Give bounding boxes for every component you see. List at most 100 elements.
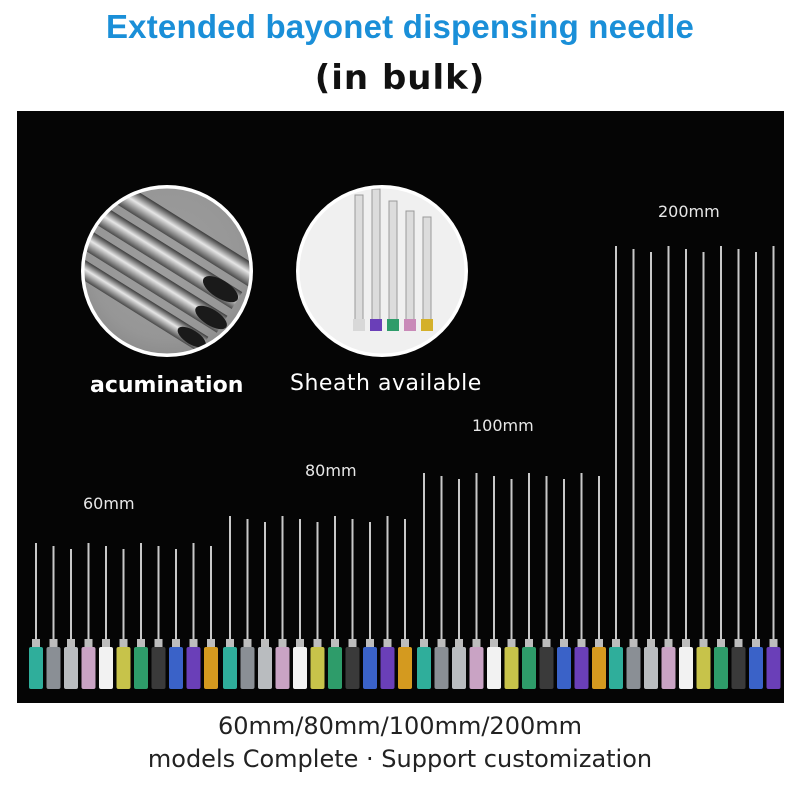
needle-collar <box>577 639 586 649</box>
needle-collar <box>629 639 638 649</box>
needle-collar <box>261 639 269 649</box>
needle-collar <box>472 639 481 649</box>
needle-hub <box>592 647 606 689</box>
needle-collar <box>752 639 760 649</box>
acumination-closeup-icon <box>81 185 253 357</box>
needle-collar <box>383 639 392 649</box>
needle-hub <box>275 647 290 689</box>
needle-hub <box>151 647 166 689</box>
sheath-closeup-icon <box>296 185 468 357</box>
needle-collar <box>84 639 93 649</box>
needle-hub <box>310 647 325 689</box>
needle-hub <box>609 647 623 689</box>
needle-collar <box>560 639 568 649</box>
needle-collar <box>49 639 58 649</box>
needle-collar <box>699 639 708 649</box>
needle-collar <box>595 639 603 649</box>
page-subtitle: (in bulk) <box>314 58 486 98</box>
length-label-100mm: 100mm <box>472 416 534 435</box>
models-line: 60mm/80mm/100mm/200mm <box>218 712 582 740</box>
needle-collar <box>525 639 533 649</box>
needle-collar <box>313 639 322 649</box>
length-label-60mm: 60mm <box>83 494 135 513</box>
needle-collar <box>682 639 690 649</box>
needle-hub <box>679 647 693 689</box>
needle-hub <box>749 647 763 689</box>
needle-collar <box>137 639 145 649</box>
needle-hub <box>186 647 201 689</box>
needle-collar <box>734 639 743 649</box>
needle-hub <box>644 647 658 689</box>
needle-collar <box>455 639 463 649</box>
needle-hub <box>223 647 237 689</box>
needle-hub <box>487 647 501 689</box>
needle-row <box>29 246 781 689</box>
needle-hub <box>714 647 728 689</box>
needle-collar <box>664 639 673 649</box>
needle-hub <box>64 647 78 689</box>
needle-hub <box>29 647 43 689</box>
needle-hub <box>452 647 466 689</box>
needle-hub <box>380 647 395 689</box>
acumination-label: acumination <box>90 373 244 398</box>
needle-hub <box>626 647 641 689</box>
needle-collar <box>366 639 374 649</box>
length-label-200mm: 200mm <box>658 202 720 221</box>
needle-illustration <box>29 185 781 689</box>
needle-hub <box>557 647 571 689</box>
needle-hub <box>417 647 431 689</box>
needle-collar <box>189 639 198 649</box>
needle-collar <box>401 639 409 649</box>
needle-collar <box>154 639 163 649</box>
needle-hub <box>731 647 746 689</box>
needle-hub <box>258 647 272 689</box>
needle-hub <box>204 647 218 689</box>
needle-collar <box>612 639 620 649</box>
needle-hub <box>169 647 183 689</box>
needle-collar <box>243 639 252 649</box>
needle-collar <box>172 639 180 649</box>
tagline: models Complete · Support customization <box>147 745 653 773</box>
needle-hub <box>81 647 96 689</box>
needle-hub <box>46 647 61 689</box>
needle-collar <box>102 639 110 649</box>
needle-collar <box>207 639 215 649</box>
needle-hub <box>240 647 255 689</box>
needle-hub <box>363 647 377 689</box>
needle-collar <box>437 639 446 649</box>
needle-hub <box>661 647 676 689</box>
needle-hub <box>99 647 113 689</box>
needle-collar <box>331 639 339 649</box>
needle-collar <box>647 639 655 649</box>
length-label-80mm: 80mm <box>305 461 357 480</box>
needle-hub <box>116 647 131 689</box>
needle-collar <box>717 639 725 649</box>
needle-collar <box>542 639 551 649</box>
needle-collar <box>296 639 304 649</box>
needle-collar <box>490 639 498 649</box>
needle-hub <box>504 647 519 689</box>
needle-collar <box>420 639 428 649</box>
needle-collar <box>226 639 234 649</box>
needle-hub <box>434 647 449 689</box>
needle-hub <box>345 647 360 689</box>
needle-collar <box>769 639 778 649</box>
needle-hub <box>539 647 554 689</box>
needle-collar <box>278 639 287 649</box>
needle-collar <box>507 639 516 649</box>
needle-hub <box>469 647 484 689</box>
needle-hub <box>398 647 412 689</box>
needle-hub <box>522 647 536 689</box>
needle-collar <box>348 639 357 649</box>
needle-hub <box>696 647 711 689</box>
needle-hub <box>766 647 781 689</box>
needle-collar <box>32 639 40 649</box>
needle-hub <box>328 647 342 689</box>
needle-hub <box>134 647 148 689</box>
needle-collar <box>119 639 128 649</box>
page-title: Extended bayonet dispensing needle <box>105 8 695 45</box>
product-photo-panel: acumination Sheath available 60mm 80mm 1… <box>17 111 784 703</box>
needle-collar <box>67 639 75 649</box>
needle-hub <box>293 647 307 689</box>
needle-hub <box>574 647 589 689</box>
